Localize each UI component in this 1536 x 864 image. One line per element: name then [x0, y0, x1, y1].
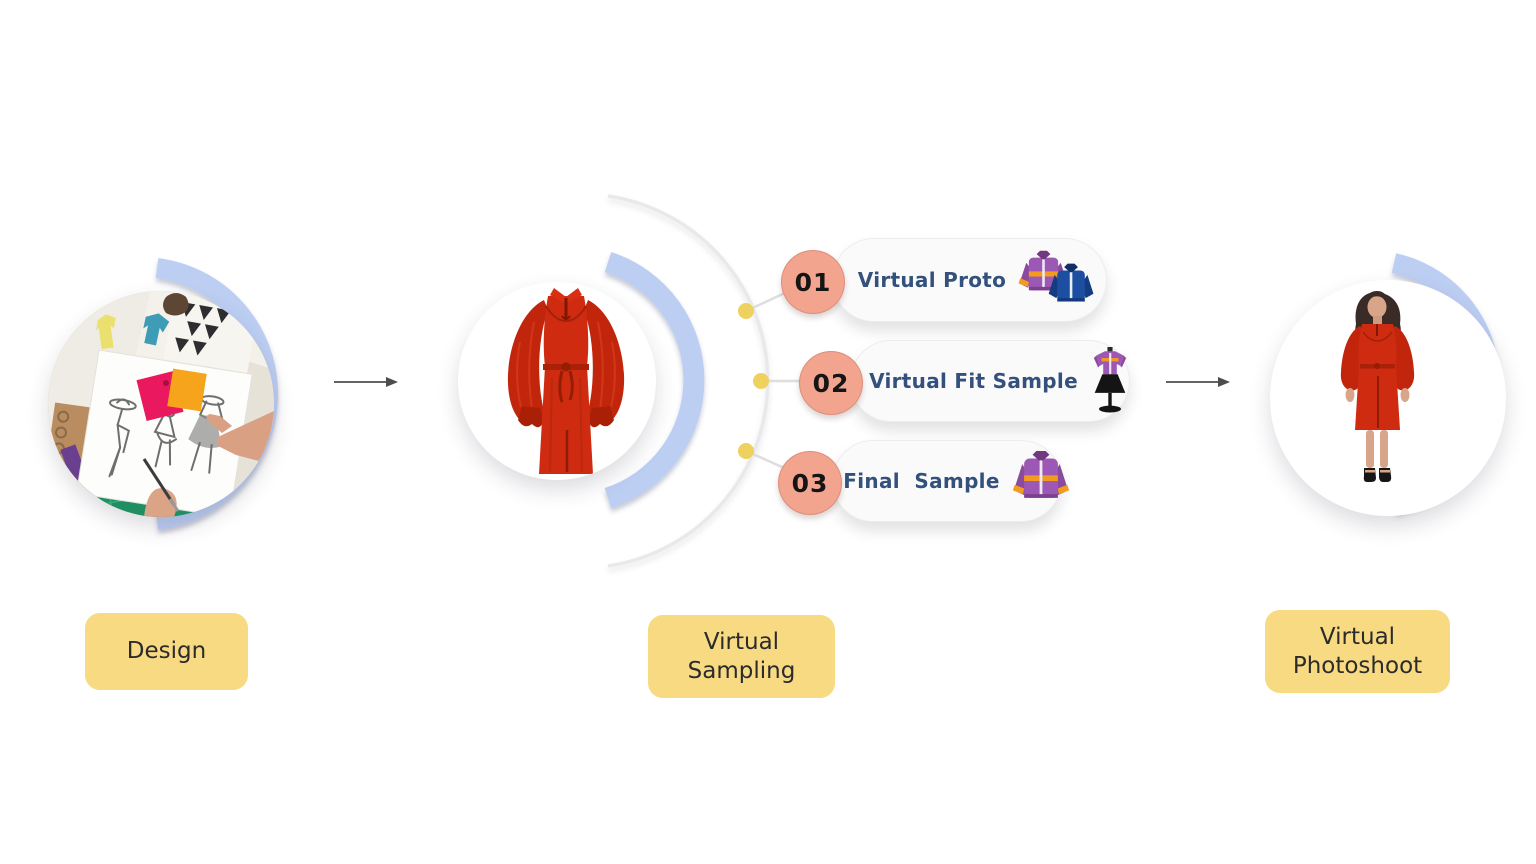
jackets-pair-icon: [1018, 250, 1094, 302]
step-virtual-proto: 01 Virtual Proto: [781, 238, 1107, 322]
model-red-dress-illustration: [1340, 291, 1415, 482]
stage-label-virtual-sampling: Virtual Sampling: [648, 615, 835, 698]
node-dot-3: [738, 443, 754, 459]
node-dot-2: [753, 373, 769, 389]
step-number-badge: 03: [778, 451, 842, 515]
step-number-badge: 02: [799, 351, 863, 415]
step-label: Virtual Fit Sample: [869, 369, 1078, 393]
stage-label-design: Design: [85, 613, 248, 690]
step-label: Virtual Proto: [857, 268, 1007, 292]
dress-photo: [458, 282, 656, 480]
stage-label-text: Virtual Sampling: [687, 628, 796, 684]
stage-label-text: Design: [126, 638, 207, 665]
node-dot-1: [738, 303, 754, 319]
step-final-sample: 03 Final Sample: [778, 440, 1069, 522]
stage-label-text: Virtual Photoshoot: [1292, 623, 1423, 679]
model-photo: [1270, 280, 1506, 516]
arrow-sampling-to-photoshoot: [1166, 377, 1230, 387]
design-collage-illustration: [48, 291, 274, 517]
step-virtual-fit-sample: 02 Virtual Fit Sample: [799, 340, 1130, 422]
design-photo: [48, 291, 274, 517]
arrow-design-to-sampling: [334, 377, 398, 387]
stage-label-virtual-photoshoot: Virtual Photoshoot: [1265, 610, 1450, 693]
jacket-icon: [1012, 451, 1069, 498]
red-dress-illustration: [507, 288, 625, 474]
step-label: Final Sample: [843, 469, 1000, 493]
sampling-blue-arc: [604, 252, 705, 508]
step-number-badge: 01: [781, 250, 845, 314]
mannequin-jacket-icon: [1093, 347, 1127, 413]
